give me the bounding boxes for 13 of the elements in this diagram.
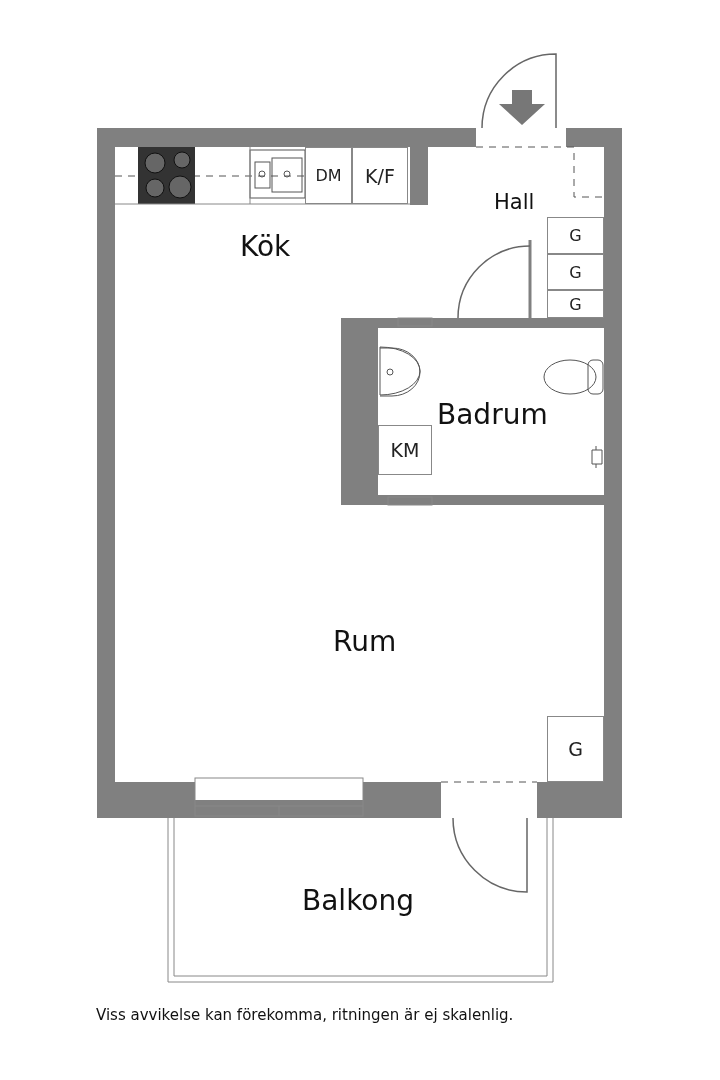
room-name: Rum — [333, 625, 397, 658]
appliance-label: G — [547, 290, 604, 318]
room-name: Hall — [494, 190, 535, 214]
appliance-label: KM — [378, 425, 432, 475]
appliance-label: G — [547, 716, 604, 782]
room-name: Balkong — [302, 884, 414, 917]
room-name: Badrum — [437, 398, 548, 431]
appliance-label: G — [547, 217, 604, 254]
appliance-label: K/F — [352, 147, 408, 204]
appliance-label: DM — [305, 147, 352, 204]
room-name: Kök — [240, 230, 291, 263]
appliance-label: G — [547, 254, 604, 290]
caption: Viss avvikelse kan förekomma, ritningen är ej skalenlig. — [96, 1006, 514, 1024]
